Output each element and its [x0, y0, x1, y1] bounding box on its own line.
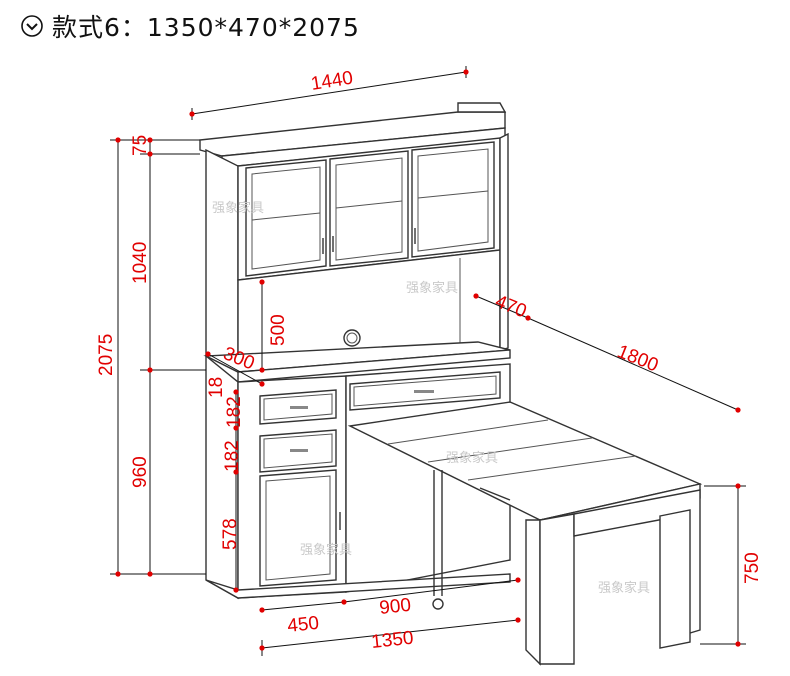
dim-width-left: 450	[286, 613, 320, 637]
extension-table	[347, 401, 703, 666]
dim-width-mid: 900	[378, 595, 412, 619]
dim-door-height: 578	[220, 518, 241, 550]
dim-table-length: 1800	[614, 341, 661, 376]
circle-chevron-down-icon	[21, 15, 43, 37]
dim-table-height: 750	[742, 552, 763, 584]
dim-drawer2: 182	[222, 440, 243, 472]
watermark: 强象家具	[300, 542, 352, 558]
dim-top-width: 1440	[309, 68, 354, 95]
dim-total-width: 1350	[370, 628, 414, 653]
dim-lower-height: 960	[130, 456, 151, 488]
dim-hutch-top: 75	[130, 135, 151, 156]
dim-niche-height: 500	[268, 314, 289, 346]
hutch	[199, 102, 509, 374]
watermark: 强象家具	[446, 450, 498, 466]
dim-drawer1: 182	[224, 396, 245, 428]
watermark: 强象家具	[406, 280, 458, 296]
dimension-markers	[115, 69, 741, 651]
watermark: 强象家具	[598, 580, 650, 596]
dim-hutch-height: 1040	[130, 242, 151, 284]
watermark: 强象家具	[212, 200, 264, 216]
dim-edge: 18	[206, 377, 227, 398]
dim-total-height: 2075	[96, 334, 117, 376]
dimension-lines	[110, 66, 746, 656]
desk-top	[203, 341, 511, 383]
header: 款式6：1350*470*2075	[20, 6, 360, 46]
page-title: 款式6：1350*470*2075	[52, 13, 360, 42]
